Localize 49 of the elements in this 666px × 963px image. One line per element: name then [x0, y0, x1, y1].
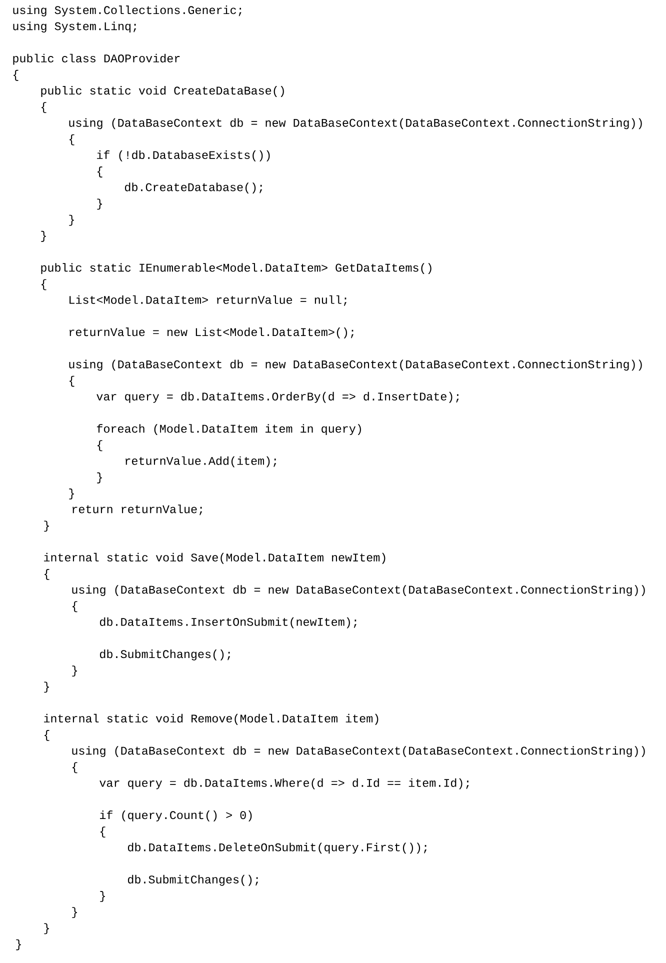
code-line: if (!db.DatabaseExists()) — [97, 150, 270, 162]
code-line: db.SubmitChanges(); — [128, 874, 258, 886]
code-line: } — [41, 230, 46, 242]
code-line: return returnValue; — [72, 504, 202, 516]
code-line: } — [97, 472, 102, 484]
code-line: if (query.Count() > 0) — [100, 810, 252, 822]
code-line: db.SubmitChanges(); — [100, 650, 230, 660]
code-line: { — [42, 279, 46, 290]
code-line: List<Model.DataItem> returnValue = null; — [70, 295, 346, 306]
code-line: { — [44, 730, 50, 741]
code-line: } — [72, 907, 77, 918]
code-line: db.DataItems.InsertOnSubmit(newItem); — [100, 617, 356, 628]
code-line: var query = db.DataItems.OrderBy(d => d.InsertDate); — [96, 392, 459, 403]
code-line: { — [44, 569, 50, 580]
code-line: using (DataBaseContext db = new DataBaseContext(DataBaseContext.ConnectionString)) — [72, 746, 645, 758]
code-line: } — [44, 520, 49, 532]
code-line: returnValue.Add(item); — [126, 456, 276, 468]
code-line: { — [98, 166, 102, 178]
code-line: { — [98, 440, 102, 452]
code-line: { — [72, 762, 78, 774]
code-line: internal static void Save(Model.DataItem newItem) — [44, 552, 386, 564]
code-line: foreach (Model.DataItem item in query) — [96, 424, 361, 436]
code-line: returnValue = new List<Model.DataItem>(); — [70, 328, 354, 338]
code-line: using System.Linq; — [13, 22, 136, 33]
code-line: using (DataBaseContext db = new DataBaseContext(DataBaseContext.ConnectionString)) — [69, 118, 642, 130]
code-line: var query = db.DataItems.Where(d => d.Id == item.Id); — [100, 778, 469, 790]
code-line: { — [14, 70, 18, 81]
code-line: { — [70, 134, 74, 146]
code-line: using (DataBaseContext db = new DataBaseContext(DataBaseContext.ConnectionString)) — [69, 360, 642, 371]
code-line: using (DataBaseContext db = new DataBaseContext(DataBaseContext.ConnectionString)) — [72, 585, 645, 596]
code-line: using System.Collections.Generic; — [13, 6, 242, 16]
code-line: public static void CreateDataBase() — [41, 86, 284, 97]
code-line: } — [72, 666, 77, 677]
code-line: { — [70, 376, 74, 387]
code-line: } — [44, 923, 49, 934]
code-line: { — [100, 826, 106, 838]
code-line: } — [100, 891, 105, 902]
code-line: } — [44, 682, 49, 693]
code-line: } — [16, 939, 21, 950]
code-line: public class DAOProvider — [13, 54, 180, 65]
code-line: } — [97, 198, 102, 210]
code-line: { — [42, 102, 46, 114]
code-line: } — [69, 488, 74, 500]
code-line: internal static void Remove(Model.DataItem item) — [44, 714, 378, 725]
code-line: { — [72, 601, 78, 612]
code-line: db.CreateDatabase(); — [124, 182, 262, 194]
code-line: } — [69, 214, 74, 226]
code-line: db.DataItems.DeleteOnSubmit(query.First()); — [128, 842, 427, 854]
code-line: public static IEnumerable<Model.DataItem> GetDataItems() — [41, 263, 432, 274]
